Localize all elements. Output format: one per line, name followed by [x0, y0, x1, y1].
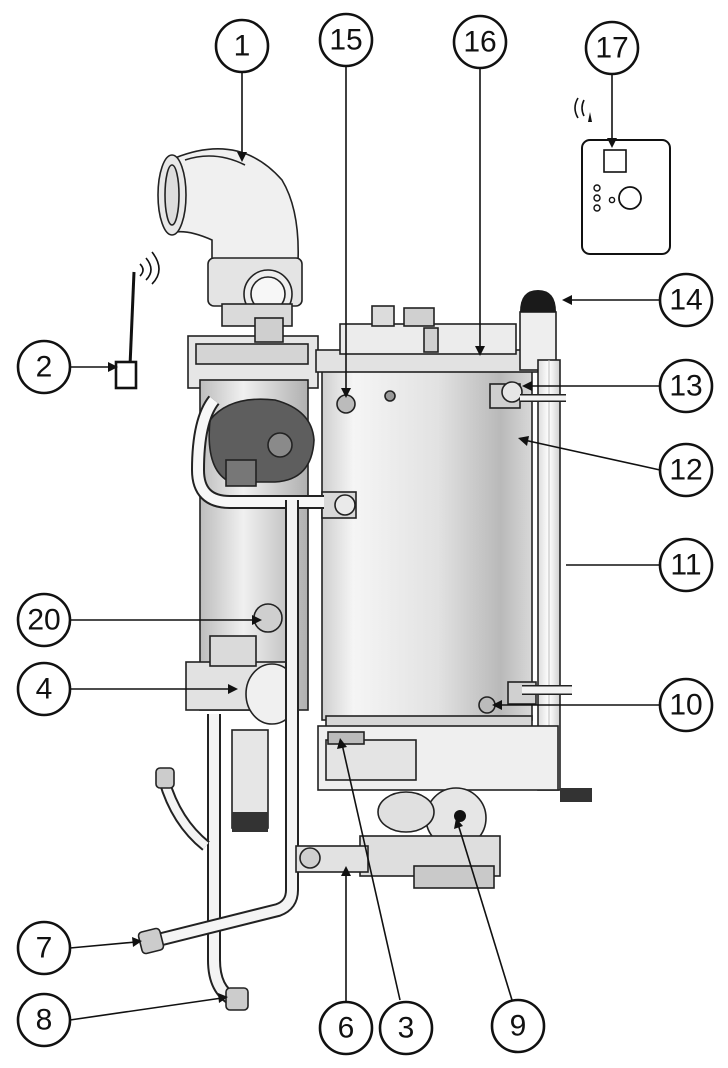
- callout-15: 15: [318, 12, 374, 68]
- valve-13: [489, 381, 566, 409]
- callout-label: 3: [398, 1012, 415, 1045]
- boiler-illustration: [137, 148, 592, 1011]
- fitting-10: [478, 681, 572, 714]
- callout-label: 10: [669, 689, 702, 722]
- callout-label: 8: [36, 1004, 53, 1037]
- tank-side-fitting: [321, 491, 357, 519]
- callout-label: 7: [36, 932, 53, 965]
- circulator-pump: [208, 398, 315, 487]
- callout-label: 20: [27, 604, 60, 637]
- callout-3: 3: [378, 1000, 434, 1056]
- callout-label: 11: [670, 549, 701, 582]
- sensor-3: [327, 731, 365, 745]
- right-frame-tube: [537, 359, 561, 791]
- connection-pipes: [137, 500, 299, 1011]
- callout-2: 2: [16, 339, 72, 395]
- callout-label: 2: [36, 351, 53, 384]
- callout-6: 6: [318, 1000, 374, 1056]
- callout-17: 17: [584, 20, 640, 76]
- callout-label: 15: [329, 24, 362, 57]
- callout-9: 9: [490, 998, 546, 1054]
- callout-16: 16: [452, 14, 508, 70]
- gas-burner-fan: [359, 787, 501, 889]
- callout-20: 20: [16, 592, 72, 648]
- callout-label: 13: [669, 370, 702, 403]
- callout-4: 4: [16, 661, 72, 717]
- callout-14: 14: [658, 272, 714, 328]
- callout-11: 11: [658, 537, 714, 593]
- wireless-thermostat-icon: [574, 97, 671, 255]
- gas-connection: [295, 845, 369, 873]
- storage-tank: [315, 349, 539, 752]
- leader-lines: [68, 64, 661, 1021]
- callout-7: 7: [16, 920, 72, 976]
- callout-label: 16: [463, 26, 496, 59]
- callout-8: 8: [16, 992, 72, 1048]
- callout-13: 13: [658, 358, 714, 414]
- callout-label: 1: [234, 30, 251, 63]
- top-control-rail: [339, 305, 517, 355]
- callout-1: 1: [214, 18, 270, 74]
- automatic-air-vent: [519, 290, 557, 371]
- callout-label: 9: [510, 1010, 527, 1043]
- flue-elbow: [157, 148, 303, 327]
- callout-label: 17: [595, 32, 628, 65]
- callout-label: 12: [669, 454, 702, 487]
- callout-10: 10: [658, 677, 714, 733]
- callout-label: 6: [338, 1012, 355, 1045]
- callout-label: 14: [669, 284, 702, 317]
- callout-label: 4: [36, 673, 53, 706]
- wireless-sensor-icon: [114, 251, 160, 390]
- fan-housing: [187, 317, 319, 389]
- callout-12: 12: [658, 442, 714, 498]
